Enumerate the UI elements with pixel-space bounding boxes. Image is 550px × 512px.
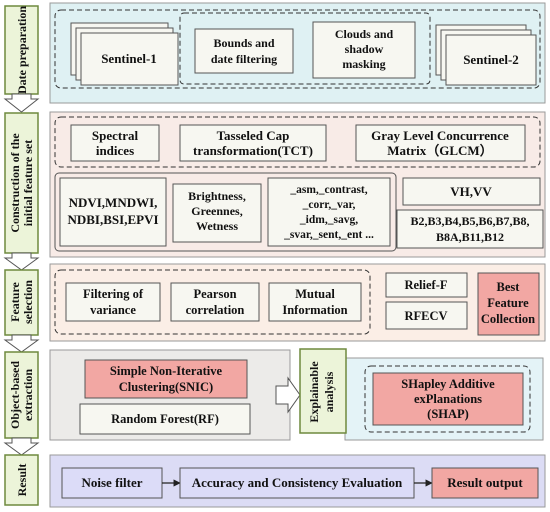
box-sentinel-1: Sentinel-1 xyxy=(70,22,179,86)
stage-date-preparation: Date preparation xyxy=(4,5,39,95)
svg-text:Wetness: Wetness xyxy=(196,219,238,233)
box-bands: B2,B3,B4,B5,B6,B7,B8, B8A,B11,B12 xyxy=(396,209,544,249)
svg-text:Spectral: Spectral xyxy=(92,128,139,143)
svg-text:shadow: shadow xyxy=(345,42,384,56)
svg-text:Sentinel-1: Sentinel-1 xyxy=(101,51,157,66)
svg-text:indices: indices xyxy=(96,143,134,158)
svg-text:initial feature set: initial feature set xyxy=(21,140,35,226)
svg-text:Accuracy and Consistency Evalu: Accuracy and Consistency Evaluation xyxy=(192,475,403,490)
box-mutual-information: Mutual Information xyxy=(268,282,362,322)
svg-text:extraction: extraction xyxy=(21,369,35,421)
svg-text:Pearson: Pearson xyxy=(193,287,236,301)
svg-text:exPlanations: exPlanations xyxy=(414,392,482,406)
svg-text:SHapley Additive: SHapley Additive xyxy=(401,377,495,391)
svg-text:_corr,_var,: _corr,_var, xyxy=(302,199,356,211)
box-index-list: NDVI,MNDWI, NDBI,BSI,EPVI xyxy=(59,177,167,247)
svg-text:Filtering of: Filtering of xyxy=(83,287,144,301)
dashed-group-filters xyxy=(54,269,371,335)
box-pearson-correlation: Pearson correlation xyxy=(170,282,260,322)
svg-text:variance: variance xyxy=(90,303,136,317)
box-rfecv: RFECV xyxy=(385,301,468,330)
box-bounds-date-filtering: Bounds and date filtering xyxy=(194,28,294,74)
svg-text:Random Forest(RF): Random Forest(RF) xyxy=(111,412,219,426)
dashed-group-sentinel-bounds xyxy=(179,12,431,85)
svg-text:Clouds and: Clouds and xyxy=(335,27,394,41)
svg-text:Brightness,: Brightness, xyxy=(188,189,246,203)
svg-text:Object-based: Object-based xyxy=(8,361,22,429)
box-relief-f: Relief-F xyxy=(385,272,468,298)
svg-text:_asm,_contrast,: _asm,_contrast, xyxy=(289,184,367,196)
box-clouds-shadow-masking: Clouds and shadow masking xyxy=(312,21,416,79)
svg-text:Best: Best xyxy=(497,280,521,294)
box-tct: Tasseled Cap transformation(TCT) xyxy=(179,124,327,162)
stage-construction: Construction of the initial feature set xyxy=(4,112,39,254)
svg-text:Explainable: Explainable xyxy=(307,361,321,423)
svg-text:VH,VV: VH,VV xyxy=(450,184,492,199)
svg-text:Noise filter: Noise filter xyxy=(81,475,142,490)
svg-text:Bounds and: Bounds and xyxy=(213,36,274,50)
svg-text:Feature: Feature xyxy=(487,296,529,310)
group-feature-details xyxy=(54,172,397,252)
box-snic: Simple Non-Iterative Clustering(SNIC) xyxy=(84,359,248,399)
box-noise-filter: Noise filter xyxy=(61,467,163,499)
svg-text:Information: Information xyxy=(282,303,347,317)
svg-text:date filtering: date filtering xyxy=(211,52,277,66)
svg-text:B8A,B11,B12: B8A,B11,B12 xyxy=(436,230,504,244)
svg-text:NDBI,BSI,EPVI: NDBI,BSI,EPVI xyxy=(67,212,158,227)
box-shap: SHapley Additive exPlanations (SHAP) xyxy=(372,372,524,426)
svg-text:Result: Result xyxy=(15,464,29,497)
box-accuracy-evaluation: Accuracy and Consistency Evaluation xyxy=(179,467,415,499)
stage-feature-selection: Feature selection xyxy=(4,269,39,336)
svg-text:Clustering(SNIC): Clustering(SNIC) xyxy=(119,380,213,394)
svg-text:masking: masking xyxy=(342,57,385,71)
svg-text:Greennes,: Greennes, xyxy=(191,204,242,218)
svg-text:Sentinel-2: Sentinel-2 xyxy=(463,52,519,67)
box-filtering-variance: Filtering of variance xyxy=(65,282,161,322)
svg-text:Collection: Collection xyxy=(481,312,535,326)
stage-result: Result xyxy=(4,454,39,506)
arrow-down-2 xyxy=(3,252,40,271)
box-random-forest: Random Forest(RF) xyxy=(79,403,251,435)
svg-text:Simple Non-Iterative: Simple Non-Iterative xyxy=(110,364,223,378)
stage-object-extraction: Object-based extraction xyxy=(4,351,39,439)
arrow-down-3 xyxy=(3,334,40,353)
svg-text:selection: selection xyxy=(21,280,35,324)
box-glcm: Gray Level Concurrence Matrix（GLCM） xyxy=(355,124,526,162)
dashed-group-shap xyxy=(364,365,531,433)
box-result-output: Result output xyxy=(431,467,539,499)
svg-text:Relief-F: Relief-F xyxy=(404,278,447,292)
box-glcm-features: _asm,_contrast, _corr,_var, _idm,_savg, … xyxy=(267,177,391,247)
box-brightness-greenness-wetness: Brightness, Greennes, Wetness xyxy=(172,183,262,243)
svg-text:Mutual: Mutual xyxy=(295,287,335,301)
svg-text:transformation(TCT): transformation(TCT) xyxy=(193,143,313,158)
arrow-right-explainable xyxy=(275,376,301,414)
arrow-down-1 xyxy=(3,93,40,113)
svg-text:Tasseled Cap: Tasseled Cap xyxy=(217,128,290,143)
svg-text:(SHAP): (SHAP) xyxy=(427,407,469,421)
box-spectral-indices: Spectral indices xyxy=(70,124,160,162)
svg-text:Matrix（GLCM）: Matrix（GLCM） xyxy=(387,143,492,158)
svg-text:Gray Level Concurrence: Gray Level Concurrence xyxy=(371,128,509,143)
svg-text:analysis: analysis xyxy=(322,371,336,412)
svg-text:correlation: correlation xyxy=(186,303,245,317)
box-sentinel-2: Sentinel-2 xyxy=(435,24,537,86)
stage-explainable-analysis: Explainable analysis xyxy=(299,348,347,434)
svg-text:Construction of the: Construction of the xyxy=(8,133,22,233)
box-vh-vv: VH,VV xyxy=(402,177,541,206)
svg-text:Result output: Result output xyxy=(447,475,523,490)
svg-text:RFECV: RFECV xyxy=(404,309,447,323)
dashed-group-date xyxy=(54,9,541,89)
box-best-feature-collection: Best Feature Collection xyxy=(477,272,540,336)
svg-text:B2,B3,B4,B5,B6,B7,B8,: B2,B3,B4,B5,B6,B7,B8, xyxy=(410,214,529,228)
svg-text:_svar,_sent,_ent ...: _svar,_sent,_ent ... xyxy=(283,229,374,241)
dashed-group-feature-types xyxy=(54,116,541,168)
svg-text:NDVI,MNDWI,: NDVI,MNDWI, xyxy=(69,195,158,210)
svg-text:Date preparation: Date preparation xyxy=(15,6,29,94)
arrow-down-4 xyxy=(3,437,40,456)
svg-text:_idm,_savg,: _idm,_savg, xyxy=(299,214,358,226)
svg-text:Feature: Feature xyxy=(8,281,22,321)
